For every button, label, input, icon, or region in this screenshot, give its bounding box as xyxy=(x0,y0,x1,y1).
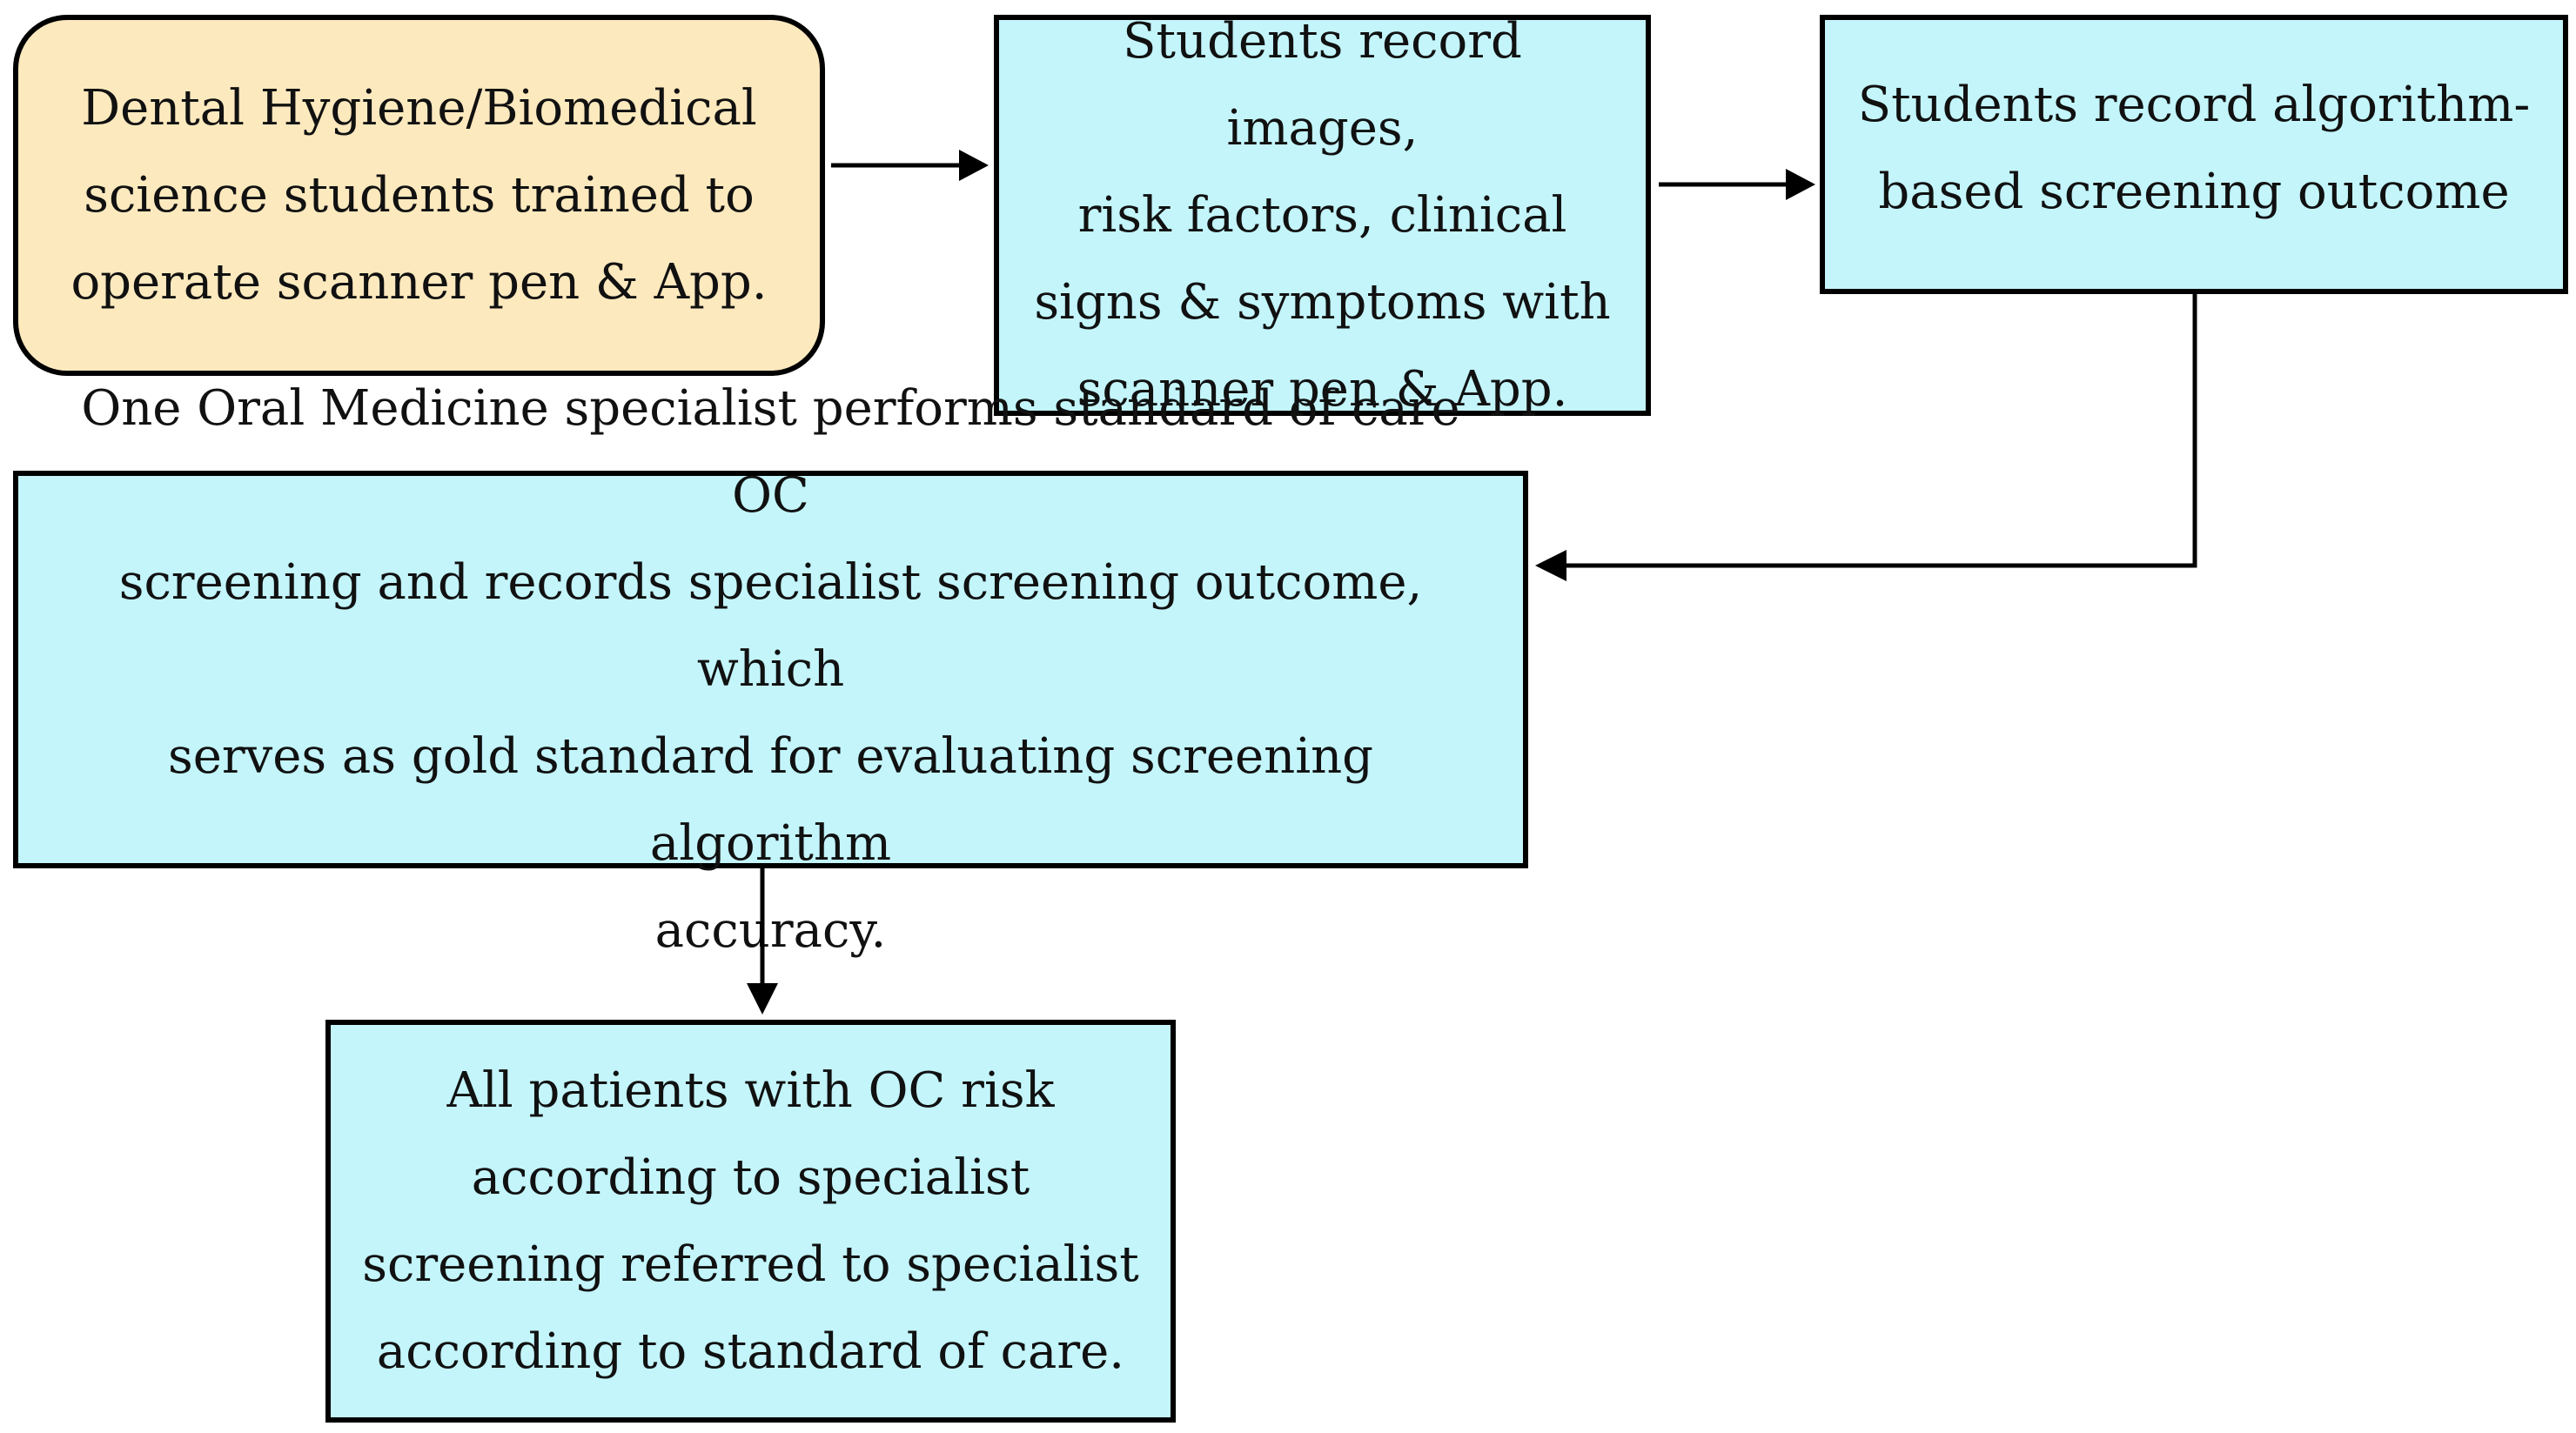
node-patient-referral: All patients with OC risk according to s… xyxy=(325,1020,1176,1423)
node-students-record-images-text: Students record images, risk factors, cl… xyxy=(1034,12,1611,418)
node-algorithm-outcome-text: Students record algorithm- based screeni… xyxy=(1857,77,2531,220)
node-patient-referral-text: All patients with OC risk according to s… xyxy=(362,1061,1139,1380)
node-students-trained: Dental Hygiene/Biomedical science studen… xyxy=(13,15,825,376)
node-specialist-screening-text: One Oral Medicine specialist performs st… xyxy=(81,379,1460,959)
node-students-trained-text: Dental Hygiene/Biomedical science studen… xyxy=(70,79,768,311)
arrow-record-to-outcome xyxy=(1659,169,1815,200)
arrow-outcome-to-specialist xyxy=(1535,294,2197,581)
node-specialist-screening: One Oral Medicine specialist performs st… xyxy=(13,380,1528,959)
node-algorithm-outcome: Students record algorithm- based screeni… xyxy=(1820,15,2568,294)
node-students-record-images: Students record images, risk factors, cl… xyxy=(994,13,1651,418)
arrow-specialist-to-referral xyxy=(747,868,778,1014)
arrow-start-to-record xyxy=(831,150,989,181)
